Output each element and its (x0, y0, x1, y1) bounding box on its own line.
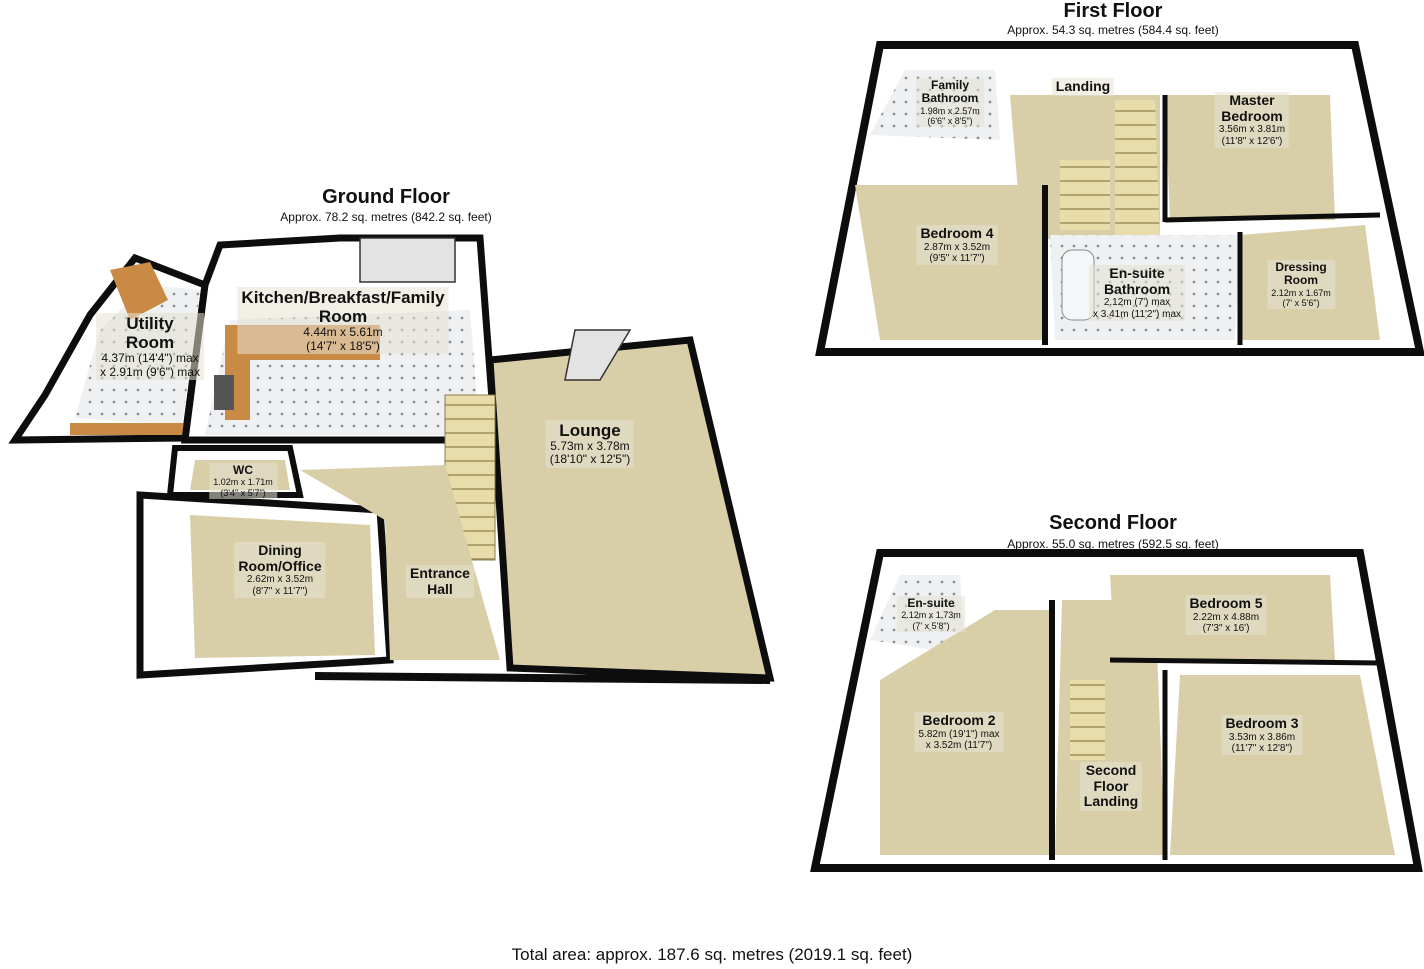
room-dimensions: 1.98m x 2.57m (6'6" x 8'5") (920, 105, 980, 126)
room-label-bedroom-3: Bedroom 3 3.53m x 3.86m (11'7" x 12'8") (1221, 715, 1303, 756)
room-label-bedroom-2: Bedroom 2 5.82m (19'1") max x 3.52m (11'… (914, 712, 1004, 753)
room-dimensions: 4.44m x 5.61m (14'7" x 18'5") (303, 325, 383, 353)
room-name: En-suite (907, 596, 955, 610)
room-name: Master Bedroom (1221, 92, 1283, 124)
ground-floor-title: Ground Floor (322, 186, 450, 208)
room-label-landing: Landing (1051, 78, 1115, 96)
room-label-bedroom-4: Bedroom 4 2.87m x 3.52m (9'5" x 11'7") (916, 225, 998, 266)
room-name: Bedroom 3 (1225, 715, 1299, 731)
room-dimensions: 2.22m x 4.88m (7'3" x 16') (1192, 611, 1260, 634)
ground-floor-area: Approx. 78.2 sq. metres (842.2 sq. feet) (280, 210, 492, 224)
room-dimensions: 3.53m x 3.86m (11'7" x 12'8") (1228, 731, 1296, 754)
room-label-ensuite-bathroom: En-suite Bathroom 2.12m (7') max x 3.41m… (1088, 265, 1186, 321)
second-floor-title: Second Floor (1049, 512, 1177, 534)
room-name: Bedroom 2 (922, 712, 996, 728)
room-dimensions: 2.87m x 3.52m (9'5" x 11'7") (923, 241, 991, 264)
room-label-family-bathroom: Family Bathroom 1.98m x 2.57m (6'6" x 8'… (916, 78, 984, 128)
room-label-master-bedroom: Master Bedroom 3.56m x 3.81m (11'8" x 12… (1214, 92, 1290, 148)
room-label-dining: Dining Room/Office 2.62m x 3.52m (8'7" x… (234, 542, 326, 598)
room-dimensions: 2.62m x 3.52m (8'7" x 11'7") (246, 574, 314, 597)
room-name: Entrance Hall (410, 565, 470, 597)
room-label-lounge: Lounge 5.73m x 3.78m (18'10" x 12'5") (545, 420, 635, 468)
room-dimensions: 1.02m x 1.71m (3'4" x 5'7") (213, 477, 273, 498)
room-name: WC (233, 463, 253, 477)
room-name: Bedroom 5 (1189, 595, 1263, 611)
room-name: Second Floor Landing (1083, 762, 1139, 810)
room-label-wc: WC 1.02m x 1.71m (3'4" x 5'7") (209, 463, 277, 499)
room-label-dressing-room: Dressing Room 2.12m x 1.67m (7' x 5'6") (1267, 260, 1335, 310)
room-name: Kitchen/Breakfast/Family Room (241, 288, 445, 327)
room-label-utility: Utility Room 4.37m (14'4") max x 2.91m (… (96, 313, 204, 380)
room-label-kitchen: Kitchen/Breakfast/Family Room 4.44m x 5.… (237, 287, 449, 354)
room-name: Landing (1055, 78, 1111, 94)
second-floor-area: Approx. 55.0 sq. metres (592.5 sq. feet) (1007, 537, 1219, 551)
room-label-second-floor-landing: Second Floor Landing (1079, 762, 1143, 812)
room-name: Dressing Room (1275, 260, 1327, 288)
first-floor-area: Approx. 54.3 sq. metres (584.4 sq. feet) (1007, 23, 1219, 37)
total-area: Total area: approx. 187.6 sq. metres (20… (511, 945, 913, 964)
room-name: Family Bathroom (921, 78, 979, 106)
room-dimensions: 3.56m x 3.81m (11'8" x 12'6") (1218, 124, 1286, 147)
room-label-second-ensuite: En-suite 2.12m x 1.73m (7' x 5'8") (897, 596, 965, 632)
room-name: Bedroom 4 (920, 225, 994, 241)
second-floor-plan (810, 549, 1423, 872)
room-name: Utility Room (125, 314, 175, 353)
room-label-entrance-hall: Entrance Hall (406, 565, 474, 599)
room-label-bedroom-5: Bedroom 5 2.22m x 4.88m (7'3" x 16') (1185, 595, 1267, 636)
first-floor-title: First Floor (1063, 0, 1163, 22)
room-dimensions: 2.12m x 1.67m (7' x 5'6") (1271, 287, 1331, 308)
room-name: Dining Room/Office (238, 542, 322, 574)
room-dimensions: 5.82m (19'1") max x 3.52m (11'7") (918, 728, 1000, 751)
room-name: En-suite Bathroom (1103, 265, 1171, 297)
room-dimensions: 2.12m (7') max x 3.41m (11'2") max (1092, 297, 1182, 320)
room-dimensions: 2.12m x 1.73m (7' x 5'8") (901, 610, 961, 631)
room-dimensions: 4.37m (14'4") max x 2.91m (9'6") max (100, 351, 200, 379)
room-name: Lounge (559, 421, 621, 440)
room-dimensions: 5.73m x 3.78m (18'10" x 12'5") (549, 439, 631, 467)
